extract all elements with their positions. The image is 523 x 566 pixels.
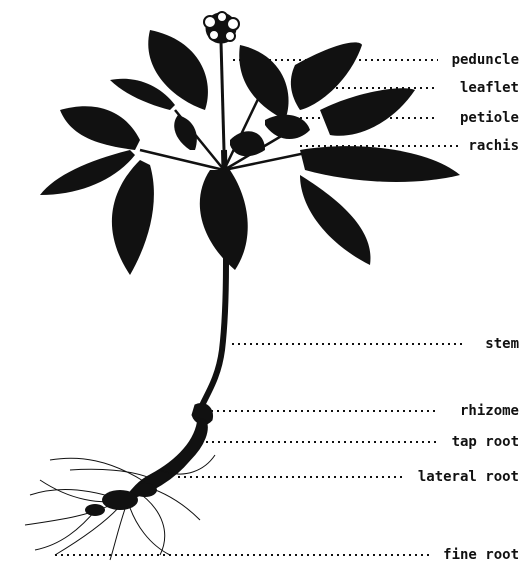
label-leaflet: leaflet — [460, 80, 519, 96]
label-rachis: rachis — [468, 138, 519, 154]
label-tap-root: tap root — [452, 434, 519, 450]
peduncle-shape — [221, 42, 224, 150]
label-rhizome: rhizome — [460, 403, 519, 419]
flower-cluster — [204, 12, 239, 43]
label-fine-root: fine root — [443, 547, 519, 563]
label-peduncle: peduncle — [452, 52, 519, 68]
root-knots — [85, 483, 157, 516]
label-stem: stem — [485, 336, 519, 352]
label-petiole: petiole — [460, 110, 519, 126]
leaflets — [40, 30, 460, 275]
label-lateral-root: lateral root — [418, 469, 519, 485]
